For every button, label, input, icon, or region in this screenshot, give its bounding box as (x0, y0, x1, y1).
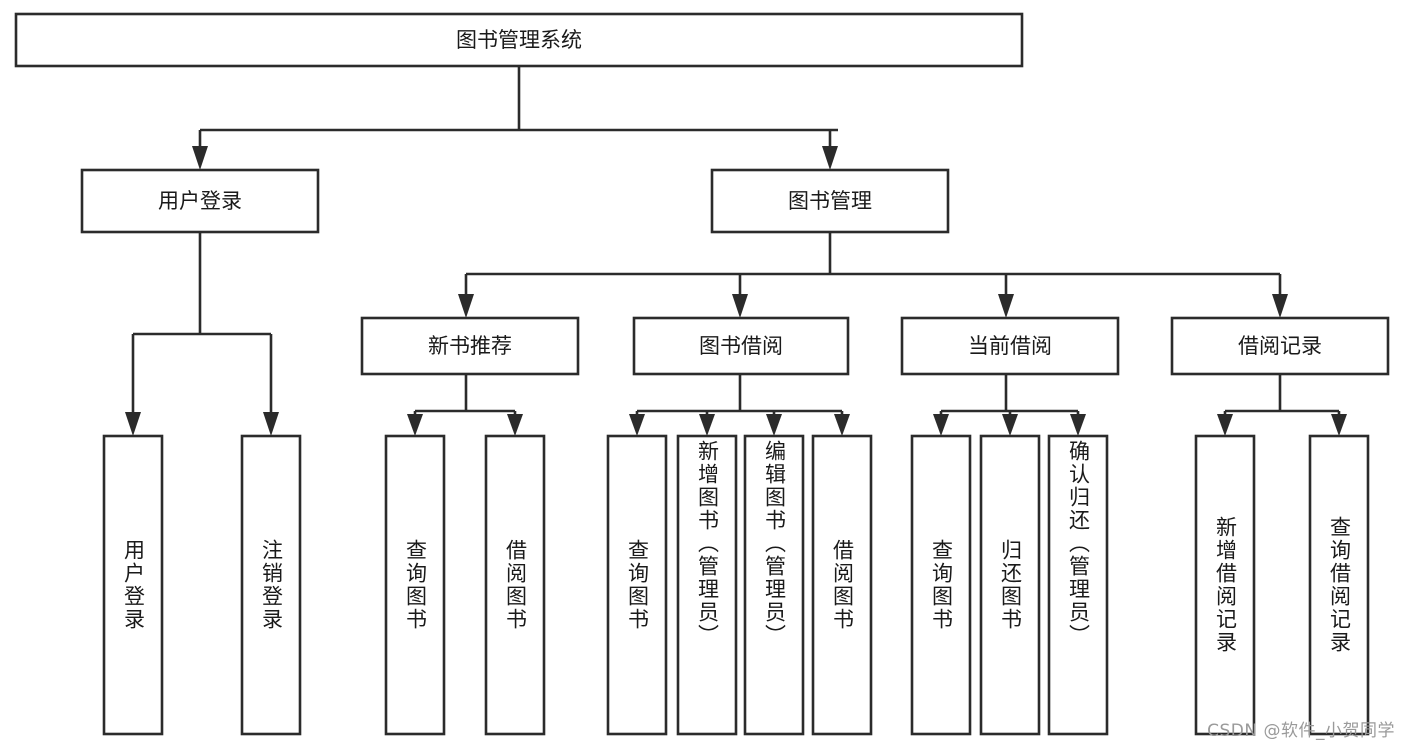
arrow-head-leaf-confirm-return (1070, 414, 1086, 436)
node-borrow-record-label: 借阅记录 (1238, 334, 1322, 358)
connector-group-book-borrow (629, 374, 850, 436)
connector-group-current-borrow (933, 374, 1086, 436)
node-leaf-confirm-return-box[interactable] (1047, 434, 1109, 736)
node-leaf-borrow-book-1-box[interactable] (484, 434, 546, 736)
node-current-borrow-label: 当前借阅 (968, 334, 1052, 358)
arrow-head-new-book-rec (458, 294, 474, 318)
node-leaf-edit-book-box[interactable] (743, 434, 805, 736)
arrow-head-borrow-record (1272, 294, 1288, 318)
arrow-head-current-borrow (998, 294, 1014, 318)
arrow-head-book-manage (822, 146, 838, 170)
arrow-head-leaf-query-record (1331, 414, 1347, 436)
arrow-head-leaf-add-book (699, 414, 715, 436)
node-leaf-logout-box[interactable] (240, 434, 302, 736)
node-leaf-query-record-box[interactable] (1308, 434, 1370, 736)
arrow-head-leaf-query-book-3 (933, 414, 949, 436)
node-user-login-box (80, 168, 320, 234)
arrow-head-book-borrow (732, 294, 748, 318)
node-new-book-rec-box (360, 316, 580, 376)
node-leaf-user-login-box[interactable] (102, 434, 164, 736)
node-book-manage-label: 图书管理 (788, 189, 872, 213)
node-user-login[interactable]: 用户登录 (80, 168, 320, 234)
node-book-borrow-box (632, 316, 850, 376)
arrow-head-leaf-add-record (1217, 414, 1233, 436)
connector-group-user-login (125, 232, 279, 436)
arrow-head-leaf-edit-book (766, 414, 782, 436)
node-leaf-query-book-2-box[interactable] (606, 434, 668, 736)
connector-group-new-book-rec (407, 374, 523, 436)
arrow-head-leaf-user-login (125, 412, 141, 436)
node-borrow-record[interactable]: 借阅记录 (1170, 316, 1390, 376)
node-current-borrow[interactable]: 当前借阅 (900, 316, 1120, 376)
node-current-borrow-box (900, 316, 1120, 376)
connector-group-book-manage (458, 232, 1288, 318)
node-leaf-query-book-1-box[interactable] (384, 434, 446, 736)
connector-group-borrow-record (1217, 374, 1347, 436)
node-root-label: 图书管理系统 (456, 28, 582, 52)
node-leaf-borrow-book-2-box[interactable] (811, 434, 873, 736)
arrow-head-leaf-query-book-1 (407, 414, 423, 436)
node-book-borrow-label: 图书借阅 (699, 334, 783, 358)
node-leaf-return-book-box[interactable] (979, 434, 1041, 736)
arrow-head-leaf-logout (263, 412, 279, 436)
node-leaf-add-record-box[interactable] (1194, 434, 1256, 736)
arrow-head-leaf-query-book-2 (629, 414, 645, 436)
arrow-head-leaf-borrow-book-2 (834, 414, 850, 436)
node-leaf-query-book-3-box[interactable] (910, 434, 972, 736)
node-root[interactable]: 图书管理系统 (14, 12, 1024, 68)
csdn-watermark: CSDN @软件_小贺同学 (1207, 721, 1395, 741)
node-book-manage-box (710, 168, 950, 234)
node-borrow-record-box (1170, 316, 1390, 376)
node-new-book-rec[interactable]: 新书推荐 (360, 316, 580, 376)
node-book-borrow[interactable]: 图书借阅 (632, 316, 850, 376)
arrow-head-user-login (192, 146, 208, 170)
node-leaf-add-book-box[interactable] (676, 434, 738, 736)
arrow-head-leaf-borrow-book-1 (507, 414, 523, 436)
node-root-box (14, 12, 1024, 68)
connector-group-root (192, 66, 838, 170)
leaf-boxes (102, 434, 1370, 736)
node-book-manage[interactable]: 图书管理 (710, 168, 950, 234)
node-user-login-label: 用户登录 (158, 189, 242, 213)
arrow-head-leaf-return-book (1002, 414, 1018, 436)
node-new-book-rec-label: 新书推荐 (428, 334, 512, 358)
